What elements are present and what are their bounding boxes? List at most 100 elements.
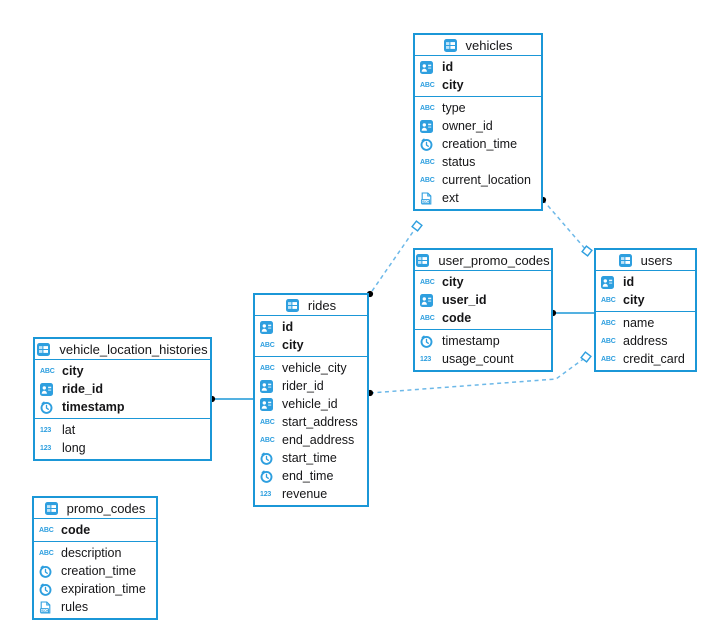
field-name: rules <box>61 599 89 614</box>
field-name: creation_time <box>442 136 518 151</box>
field-name: timestamp <box>442 333 500 348</box>
field-row-id[interactable]: id <box>255 318 367 336</box>
field-row-start_time[interactable]: start_time <box>255 449 367 467</box>
table-header-rides[interactable]: rides <box>255 295 367 316</box>
field-name: owner_id <box>442 118 493 133</box>
abc-icon: ABC <box>420 176 435 184</box>
svg-text:JSON: JSON <box>421 199 431 203</box>
abc-icon: ABC <box>260 341 275 349</box>
field-name: end_address <box>282 432 355 447</box>
field-row-creation_time[interactable]: creation_time <box>415 135 541 153</box>
table-header-vehicle_location_histories[interactable]: vehicle_location_histories <box>35 339 210 360</box>
field-row-rider_id[interactable]: rider_id <box>255 377 367 395</box>
field-row-id[interactable]: id <box>596 273 695 291</box>
json-icon: JSON <box>39 600 56 614</box>
abc-icon: ABC <box>420 81 435 89</box>
clock-icon <box>39 583 56 596</box>
relationship-vehicles-users[interactable] <box>542 199 588 252</box>
field-name: address <box>623 333 668 348</box>
table-header-user_promo_codes[interactable]: user_promo_codes <box>415 250 551 271</box>
id-card-icon <box>420 293 437 307</box>
id-card-icon <box>420 119 437 133</box>
abc-icon: ABC <box>601 296 616 304</box>
field-row-creation_time[interactable]: creation_time <box>34 562 156 580</box>
field-name: user_id <box>442 292 487 307</box>
field-row-timestamp[interactable]: timestamp <box>35 398 210 416</box>
field-name: ride_id <box>62 381 103 396</box>
relationship-vehicles-rides[interactable] <box>369 225 418 295</box>
clock-icon <box>420 138 437 151</box>
table-icon <box>44 501 62 515</box>
field-name: start_address <box>282 414 358 429</box>
field-name: current_location <box>442 172 531 187</box>
field-row-current_location[interactable]: ABC current_location <box>415 171 541 189</box>
123-icon: 123 <box>420 355 432 363</box>
field-row-id[interactable]: id <box>415 58 541 76</box>
abc-icon: ABC <box>601 355 616 363</box>
clock-icon <box>420 335 437 348</box>
field-row-owner_id[interactable]: owner_id <box>415 117 541 135</box>
abc-icon: ABC <box>420 314 435 322</box>
id-card-icon <box>260 320 277 334</box>
table-name: vehicle_location_histories <box>59 341 208 357</box>
field-row-ride_id[interactable]: ride_id <box>35 380 210 398</box>
table-header-promo_codes[interactable]: promo_codes <box>34 498 156 519</box>
connector-diamond <box>581 245 593 257</box>
field-name: code <box>61 522 91 537</box>
field-row-end_time[interactable]: end_time <box>255 467 367 485</box>
field-name: city <box>623 292 645 307</box>
table-name: rides <box>307 297 337 313</box>
field-row-city[interactable]: ABC city <box>596 291 695 309</box>
relationship-rides-users[interactable] <box>369 356 587 394</box>
table-header-users[interactable]: users <box>596 250 695 271</box>
field-name: status <box>442 154 476 169</box>
abc-icon: ABC <box>420 104 435 112</box>
clock-icon <box>260 452 277 465</box>
field-row-vehicle_id[interactable]: vehicle_id <box>255 395 367 413</box>
table-name: vehicles <box>465 37 513 53</box>
field-row-rules[interactable]: JSON rules <box>34 598 156 616</box>
abc-icon: ABC <box>601 319 616 327</box>
table-header-vehicles[interactable]: vehicles <box>415 35 541 56</box>
field-row-timestamp[interactable]: timestamp <box>415 332 551 350</box>
field-row-user_id[interactable]: user_id <box>415 291 551 309</box>
field-row-expiration_time[interactable]: expiration_time <box>34 580 156 598</box>
table-name: user_promo_codes <box>438 252 550 268</box>
field-name: id <box>623 274 635 289</box>
clock-icon <box>260 470 277 483</box>
